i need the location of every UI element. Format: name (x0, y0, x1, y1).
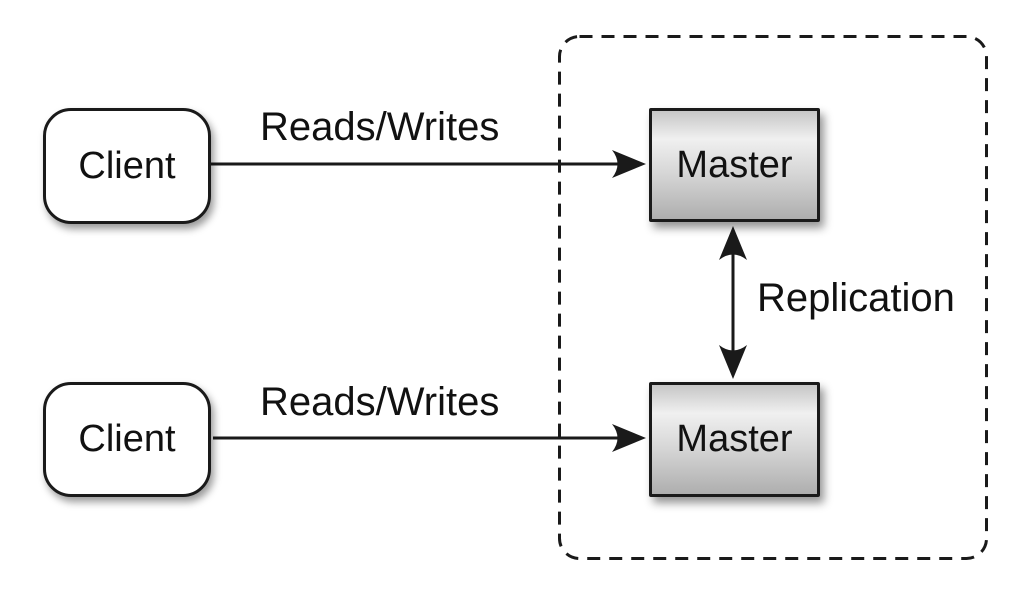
node-label: Master (676, 143, 793, 186)
edge-reads-writes-bottom (213, 424, 646, 452)
node-client-bottom: Client (43, 382, 211, 497)
edge-label-replication: Replication (757, 276, 955, 320)
node-master-top: Master (649, 108, 820, 222)
arrowhead-down-icon (719, 345, 747, 379)
arrowhead-up-icon (719, 226, 747, 260)
arrowhead-right-icon (612, 150, 646, 178)
edge-label-reads-writes-top: Reads/Writes (260, 105, 500, 149)
node-label: Master (676, 418, 793, 460)
edge-replication (719, 226, 747, 379)
node-client-top: Client (43, 108, 211, 224)
node-master-bottom: Master (649, 382, 820, 497)
node-label: Client (78, 144, 176, 187)
node-label: Client (78, 418, 176, 460)
edge-reads-writes-top (211, 150, 646, 178)
edge-label-reads-writes-bottom: Reads/Writes (260, 380, 500, 424)
arrowhead-right-icon (612, 424, 646, 452)
masters-group-boundary (558, 35, 988, 560)
